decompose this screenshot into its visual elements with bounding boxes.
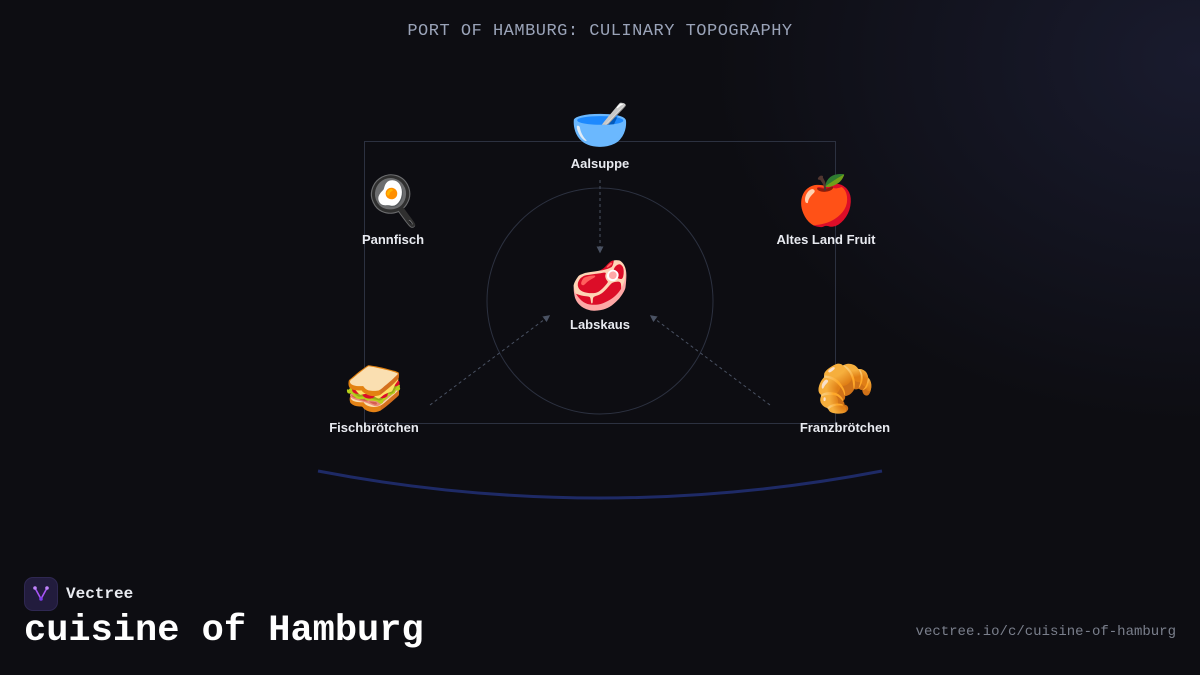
- node-label: Labskaus: [570, 317, 630, 332]
- meat-icon: 🥩: [570, 260, 630, 313]
- page-title: cuisine of Hamburg: [24, 610, 424, 652]
- vectree-logo-icon: [24, 577, 58, 611]
- brand[interactable]: Vectree: [24, 577, 133, 611]
- sandwich-icon: 🥪: [344, 363, 404, 416]
- node-label: Altes Land Fruit: [776, 232, 876, 247]
- node-aalsuppe[interactable]: 🥣 Aalsuppe: [510, 98, 690, 171]
- node-label: Pannfisch: [361, 232, 425, 247]
- node-label: Franzbrötchen: [799, 420, 891, 435]
- croissant-icon: 🥐: [815, 363, 875, 416]
- node-label: Fischbrötchen: [329, 420, 419, 435]
- soup-bowl-icon: 🥣: [570, 99, 630, 152]
- frying-pan-icon: 🍳: [363, 175, 423, 228]
- frame-rectangle: [364, 141, 836, 424]
- apple-icon: 🍎: [796, 175, 856, 228]
- harbor-arc: [317, 469, 883, 500]
- page-url-link[interactable]: vectree.io/c/cuisine-of-hamburg: [915, 624, 1176, 640]
- node-franzbroetchen[interactable]: 🥐 Franzbrötchen: [755, 362, 935, 435]
- edge-fischbroetchen-to-labskaus: [429, 315, 551, 406]
- diagram-title: PORT OF HAMBURG: CULINARY TOPOGRAPHY: [407, 22, 793, 41]
- brand-name: Vectree: [66, 585, 134, 603]
- node-fischbroetchen[interactable]: 🥪 Fischbrötchen: [284, 362, 464, 435]
- node-label: Aalsuppe: [570, 156, 630, 171]
- edge-franzbroetchen-to-labskaus: [649, 315, 771, 406]
- node-labskaus[interactable]: 🥩 Labskaus: [510, 259, 690, 332]
- node-altes-land-fruit[interactable]: 🍎 Altes Land Fruit: [736, 174, 916, 247]
- node-pannfisch[interactable]: 🍳 Pannfisch: [303, 174, 483, 247]
